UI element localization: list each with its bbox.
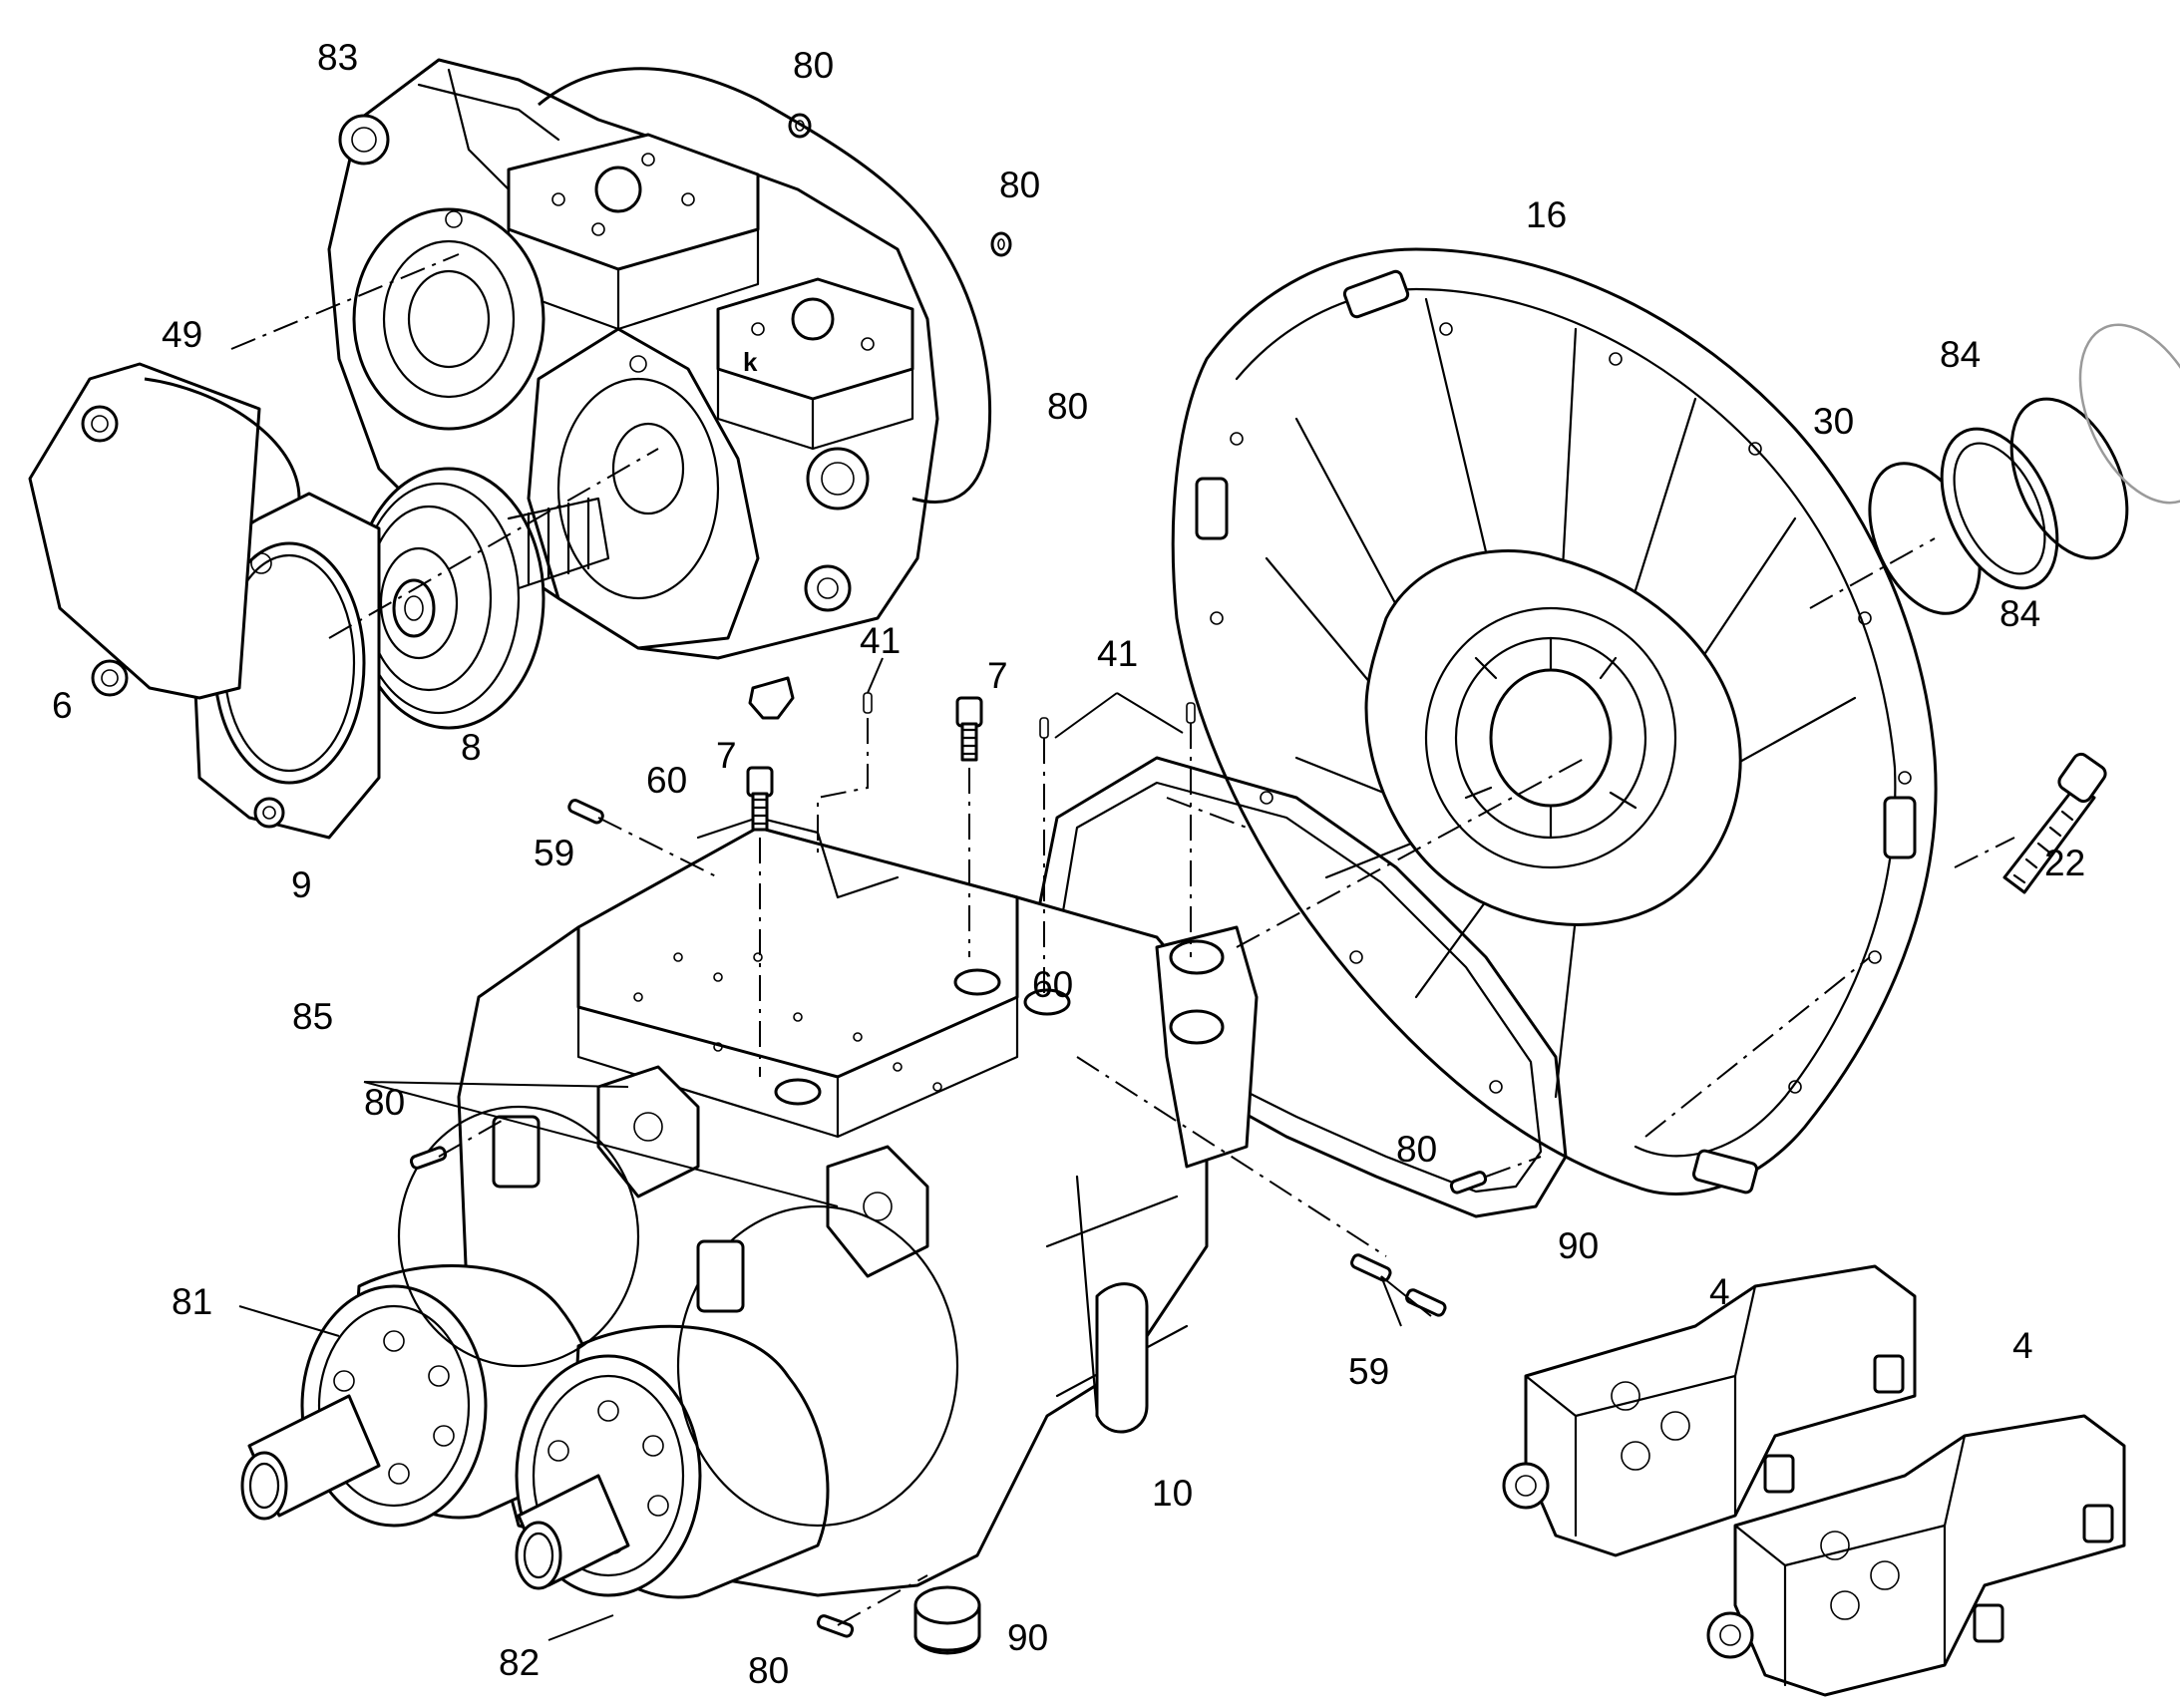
callout-4: 4 (2012, 1325, 2033, 1366)
callout-30: 30 (1813, 401, 1854, 442)
callout-59: 59 (534, 833, 574, 873)
seal-30 (1940, 427, 2059, 590)
part-8-charge-pump (352, 467, 610, 730)
part-7-screws (746, 676, 983, 832)
clamp-right (696, 1239, 745, 1313)
part-4-valve-upper (1502, 1264, 1917, 1557)
callout-90: 90 (1007, 1617, 1048, 1658)
part-4-valve-lower (1706, 1414, 2126, 1697)
callout-85: 85 (292, 996, 333, 1037)
o-ring-80-housing (538, 67, 992, 504)
part-90-plug (913, 1585, 981, 1655)
washer-80b (990, 231, 1012, 257)
part-22-bolt (2002, 752, 2107, 894)
callout-7: 7 (987, 655, 1008, 696)
callout-4: 4 (1709, 1271, 1730, 1312)
assembly-axes (230, 253, 2015, 1626)
callout-83: 83 (317, 37, 358, 78)
callout-6: 6 (52, 685, 73, 726)
part-6-cover (28, 362, 301, 700)
callout-80: 80 (793, 45, 834, 86)
callout-8: 8 (461, 727, 482, 768)
callout-41: 41 (860, 620, 901, 661)
callout-80: 80 (748, 1650, 789, 1691)
callout-80: 80 (364, 1082, 405, 1123)
callout-49: 49 (162, 314, 202, 355)
leader-lines (238, 657, 1432, 1641)
seal-group-30-84 (1868, 323, 2180, 615)
part-82-pump-unit (515, 1324, 830, 1599)
callout-10: 10 (1152, 1473, 1193, 1514)
dowel-pins (409, 692, 1488, 1638)
callout-59: 59 (1348, 1351, 1389, 1392)
callout-7: 7 (716, 735, 737, 776)
callout-16: 16 (1526, 194, 1567, 235)
callout-60: 60 (646, 760, 687, 801)
washer-80a (788, 113, 812, 139)
clamp-left (492, 1115, 541, 1189)
callout-80: 80 (1396, 1129, 1437, 1170)
block-mark-k: k (743, 347, 758, 377)
callout-labels: 83 80 80 80 49 16 84 30 84 6 8 9 41 41 7… (52, 37, 2085, 1691)
callout-22: 22 (2044, 843, 2085, 883)
callout-90: 90 (1558, 1225, 1599, 1266)
callout-80: 80 (999, 165, 1040, 205)
ring-84-outer (2009, 397, 2129, 560)
callout-60: 60 (1032, 964, 1073, 1005)
callout-80: 80 (1047, 386, 1088, 427)
callout-41: 41 (1097, 633, 1138, 674)
callout-84: 84 (1999, 593, 2040, 634)
callout-9: 9 (291, 864, 312, 905)
callout-84: 84 (1940, 334, 1981, 375)
snap-ring-light (2078, 323, 2180, 505)
callout-81: 81 (172, 1281, 212, 1322)
part-16-bell-housing (1171, 247, 1938, 1196)
callout-82: 82 (499, 1642, 540, 1683)
